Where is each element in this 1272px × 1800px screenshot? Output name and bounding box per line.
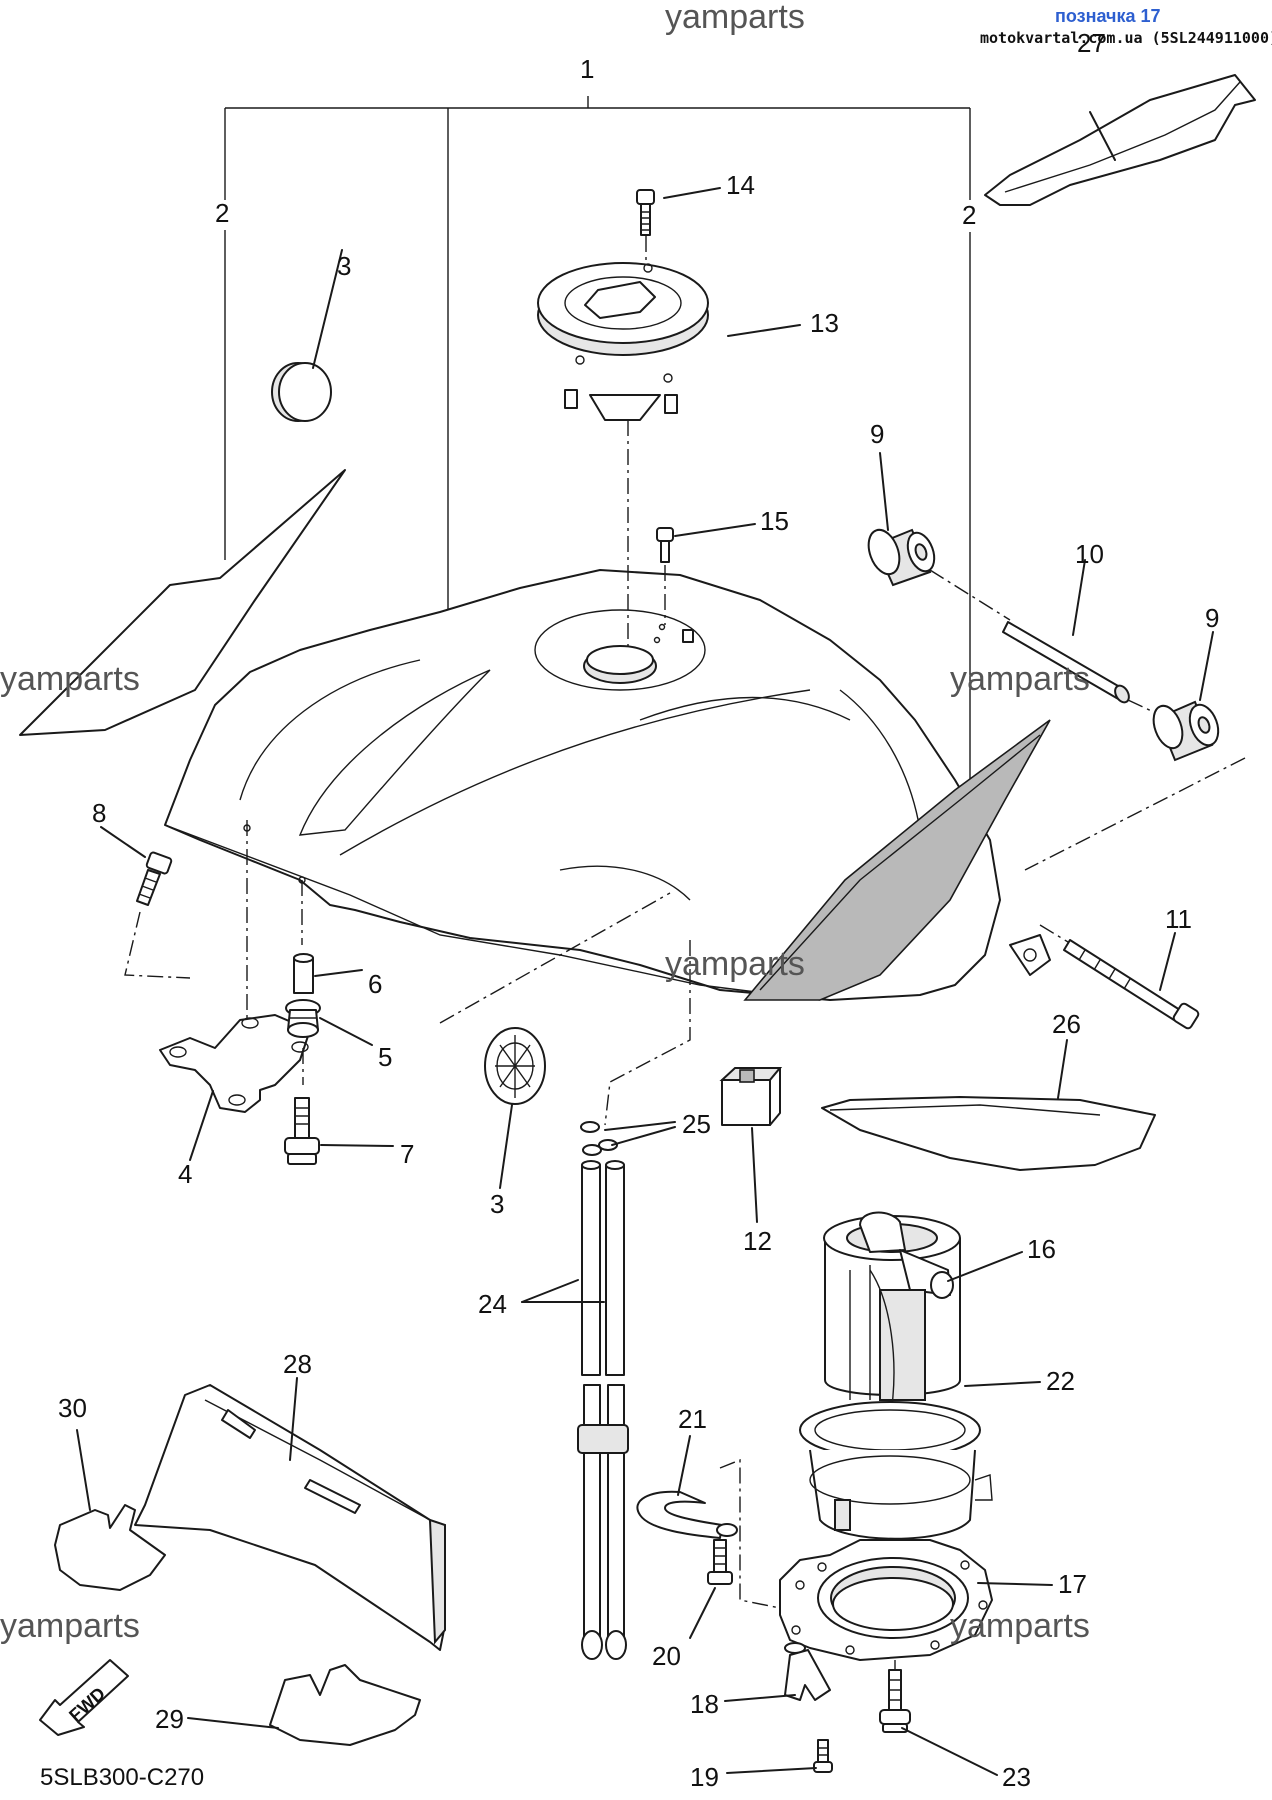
callout-22[interactable]: 22: [1046, 1366, 1075, 1396]
cover-26: [821, 1096, 1156, 1171]
diagram-code: 5SLB300-C270: [40, 1764, 204, 1791]
clip-18: [784, 1642, 831, 1701]
callout-3-lower[interactable]: 3: [490, 1189, 504, 1219]
callout-18[interactable]: 18: [690, 1689, 719, 1719]
callout-24[interactable]: 24: [478, 1289, 507, 1319]
tank-assembly-bracket: [224, 96, 971, 860]
callout-12[interactable]: 12: [743, 1226, 772, 1256]
callout-4[interactable]: 4: [178, 1159, 192, 1189]
fwd-arrow-icon: FWD: [39, 1659, 129, 1736]
damper-9-lower: [1152, 700, 1220, 762]
callout-11[interactable]: 11: [1165, 904, 1192, 934]
collar-10: [1002, 621, 1130, 704]
callout-10[interactable]: 10: [1075, 539, 1104, 569]
side-cover-27: [984, 74, 1256, 206]
callout-30[interactable]: 30: [58, 1393, 87, 1423]
fuel-pump-22: [799, 1211, 993, 1540]
callout-27[interactable]: 27: [1077, 28, 1106, 58]
grommet-3-lower: [484, 1027, 546, 1105]
callout-15[interactable]: 15: [760, 506, 789, 536]
watermark: yamparts: [0, 660, 140, 698]
callout-2-left[interactable]: 2: [215, 198, 229, 228]
filler-cap-13: [537, 262, 709, 652]
callout-17[interactable]: 17: [1058, 1569, 1087, 1599]
callout-7[interactable]: 7: [400, 1139, 414, 1169]
bracket-4: [159, 1014, 311, 1113]
header-tag[interactable]: позначка 17: [1055, 6, 1161, 26]
callout-26[interactable]: 26: [1052, 1009, 1081, 1039]
damper-9-upper: [867, 528, 936, 587]
callout-28[interactable]: 28: [283, 1349, 312, 1379]
panel-28: [134, 1384, 446, 1651]
watermark: yamparts: [0, 1607, 140, 1645]
callout-29[interactable]: 29: [155, 1704, 184, 1734]
watermark: yamparts: [665, 0, 805, 36]
callout-14[interactable]: 14: [726, 170, 755, 200]
clip-21: [636, 1458, 791, 1611]
fuel-tank: [164, 569, 1001, 1001]
bolt-23: [879, 1669, 911, 1733]
grommet-3-upper: [271, 362, 332, 422]
watermark: yamparts: [665, 945, 805, 983]
cover-30: [54, 1504, 166, 1591]
callout-5[interactable]: 5: [378, 1042, 392, 1072]
bolt-15: [656, 527, 674, 625]
header-source: motokvartal.com.ua (5SL244911000): [980, 29, 1272, 47]
flange-17: [779, 1539, 993, 1661]
bolt-7: [284, 1097, 320, 1165]
leader-lines: [76, 111, 1214, 1776]
callout-2-right[interactable]: 2: [962, 200, 976, 230]
damper-5: [285, 999, 321, 1038]
watermark: yamparts: [950, 1607, 1090, 1645]
callout-20[interactable]: 20: [652, 1641, 681, 1671]
connector-12: [719, 1067, 783, 1126]
tank-rear-mount: [1009, 934, 1051, 976]
clamp-25: [580, 1121, 618, 1156]
bolt-11: [1039, 924, 1200, 1030]
callout-13[interactable]: 13: [810, 308, 839, 338]
callout-6[interactable]: 6: [368, 969, 382, 999]
callout-numbers: 1 2 2 3 14 13 15 9 10 9 11 26 8 6 5 7 4 …: [58, 28, 1219, 1792]
collar-6: [293, 953, 314, 994]
callout-21[interactable]: 21: [678, 1404, 707, 1434]
callout-9-upper[interactable]: 9: [870, 419, 884, 449]
callout-19[interactable]: 19: [690, 1762, 719, 1792]
side-decal-left: [19, 469, 346, 736]
side-decal-right: [743, 719, 1051, 1001]
cover-29: [269, 1664, 421, 1746]
callout-1[interactable]: 1: [580, 54, 594, 84]
callout-9-lower[interactable]: 9: [1205, 603, 1219, 633]
callout-3-upper[interactable]: 3: [337, 251, 351, 281]
callout-8[interactable]: 8: [92, 798, 106, 828]
bolt-8: [136, 851, 173, 906]
bolt-14: [636, 189, 655, 262]
callout-16[interactable]: 16: [1027, 1234, 1056, 1264]
bolt-20: [707, 1539, 733, 1585]
screw-19: [813, 1739, 833, 1773]
hose-24: [577, 1160, 629, 1660]
watermarks: yamparts yamparts yamparts yamparts yamp…: [0, 0, 1090, 1645]
callout-23[interactable]: 23: [1002, 1762, 1031, 1792]
watermark: yamparts: [950, 660, 1090, 698]
callout-25[interactable]: 25: [682, 1109, 711, 1139]
